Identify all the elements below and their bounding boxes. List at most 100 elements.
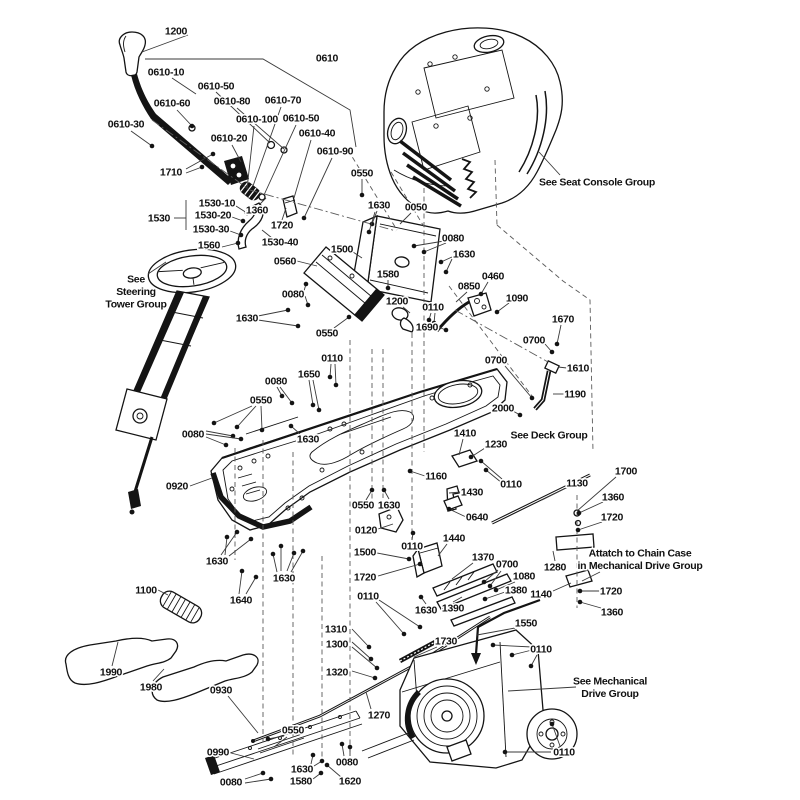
fastener-dot xyxy=(316,407,322,413)
part-number-label: 1720 xyxy=(271,220,294,232)
steering-console-pod-part xyxy=(115,388,168,441)
part-number-label: 1160 xyxy=(425,471,447,483)
leader-line xyxy=(257,319,299,327)
part-number-label: 1690 xyxy=(416,322,439,334)
part-number-label: 1630 xyxy=(415,605,438,617)
dashed-guide-line xyxy=(390,171,427,231)
fastener-dot xyxy=(577,599,583,605)
reference-note: See Seat Console Group xyxy=(539,177,655,189)
part-number-label: 1390 xyxy=(442,603,465,615)
part-number-label: 1200 xyxy=(165,26,188,38)
part-number-label: 1530-40 xyxy=(262,237,299,249)
fastener-dot xyxy=(238,436,244,442)
part-number-label: 0640 xyxy=(466,512,489,524)
dashed-guide-line xyxy=(347,149,398,231)
part-number-label: 0080 xyxy=(336,757,359,769)
leader-line xyxy=(351,646,378,669)
support-plate-part xyxy=(303,246,385,322)
leader-line xyxy=(577,521,603,531)
leader-line xyxy=(399,212,412,225)
leader-line xyxy=(413,646,438,658)
part-number-label: 0080 xyxy=(220,777,243,789)
leader-line xyxy=(272,553,278,573)
fastener-dot xyxy=(291,550,297,556)
part-number-label: 1270 xyxy=(368,710,391,722)
fastener-dot xyxy=(418,594,424,600)
part-number-label: 0550 xyxy=(316,328,339,340)
leader-line xyxy=(236,405,257,428)
part-number-label: 1360 xyxy=(246,205,269,217)
part-number-label: 0610-40 xyxy=(299,128,336,140)
part-number-label: 1630 xyxy=(453,249,476,261)
fastener-dot xyxy=(288,423,294,429)
fastener-dot xyxy=(210,151,216,157)
part-number-label: 1320 xyxy=(326,667,349,679)
fastener-dot xyxy=(426,317,432,323)
part-number-label: 1630 xyxy=(273,573,296,585)
part-number-label: 1360 xyxy=(602,492,625,504)
leader-line xyxy=(377,523,394,530)
part-number-label: 0850 xyxy=(458,281,481,293)
fastener-dot xyxy=(575,527,581,533)
leader-line xyxy=(267,735,285,740)
fastener-dot xyxy=(421,249,427,255)
leader-line xyxy=(147,261,167,275)
fastener-dot xyxy=(407,468,413,474)
part-number-label: 1730 xyxy=(435,636,458,648)
leader-line xyxy=(368,211,376,233)
leader-line xyxy=(334,363,337,386)
part-number-label: 1720 xyxy=(601,512,624,524)
part-number-label: 2000 xyxy=(492,403,515,415)
leader-line xyxy=(458,438,464,456)
fastener-dot xyxy=(494,309,500,315)
hinge-bracket-part xyxy=(451,449,478,468)
fastener-dot xyxy=(279,393,285,399)
part-number-label: 0610-100 xyxy=(236,114,278,126)
fastener-dot xyxy=(230,433,236,439)
leader-line xyxy=(480,281,489,295)
fastener-dot xyxy=(529,395,535,401)
leader-line xyxy=(296,260,318,267)
fastener-dot xyxy=(381,487,387,493)
deck-rod-part xyxy=(533,359,560,411)
fastener-dot xyxy=(253,574,259,580)
fastener-dot xyxy=(235,240,241,246)
leader-line xyxy=(141,34,189,53)
fastener-dot xyxy=(385,285,391,291)
leader-line xyxy=(451,562,474,580)
leader-line xyxy=(221,242,239,248)
part-number-label: 0550 xyxy=(352,500,375,512)
leader-line xyxy=(157,589,169,596)
part-number-label: 1530-30 xyxy=(193,224,230,236)
part-number-label: 1670 xyxy=(552,314,575,326)
part-number-label: 0050 xyxy=(405,202,428,214)
fastener-dot xyxy=(417,561,423,567)
part-number-label: 0110 xyxy=(530,644,552,656)
leader-line xyxy=(245,576,257,595)
part-number-label: 1550 xyxy=(515,618,538,630)
part-number-label: 1140 xyxy=(530,589,552,601)
part-number-label: 0550 xyxy=(250,395,273,407)
brake-strip-parts xyxy=(432,563,516,627)
fastener-dot xyxy=(244,210,250,216)
reference-note-line: See xyxy=(127,274,145,286)
part-number-label: 1720 xyxy=(354,572,377,584)
leader-line xyxy=(578,501,604,514)
leader-line xyxy=(351,670,376,679)
frame-channel-part xyxy=(205,710,363,775)
bracket-line xyxy=(145,58,357,148)
fastener-dot xyxy=(346,314,352,320)
part-number-label: 1530 xyxy=(148,213,171,225)
fastener-dot xyxy=(372,675,378,681)
fastener-dot xyxy=(483,467,489,473)
part-number-label: 0550 xyxy=(351,168,374,180)
part-number-label: 1500 xyxy=(331,244,354,256)
reference-note-line: See Mechanical xyxy=(573,676,647,688)
part-number-label: 0110 xyxy=(500,479,522,491)
dashed-guide-line xyxy=(494,159,498,226)
fastener-dot xyxy=(443,327,449,333)
fastener-dot xyxy=(517,412,523,418)
